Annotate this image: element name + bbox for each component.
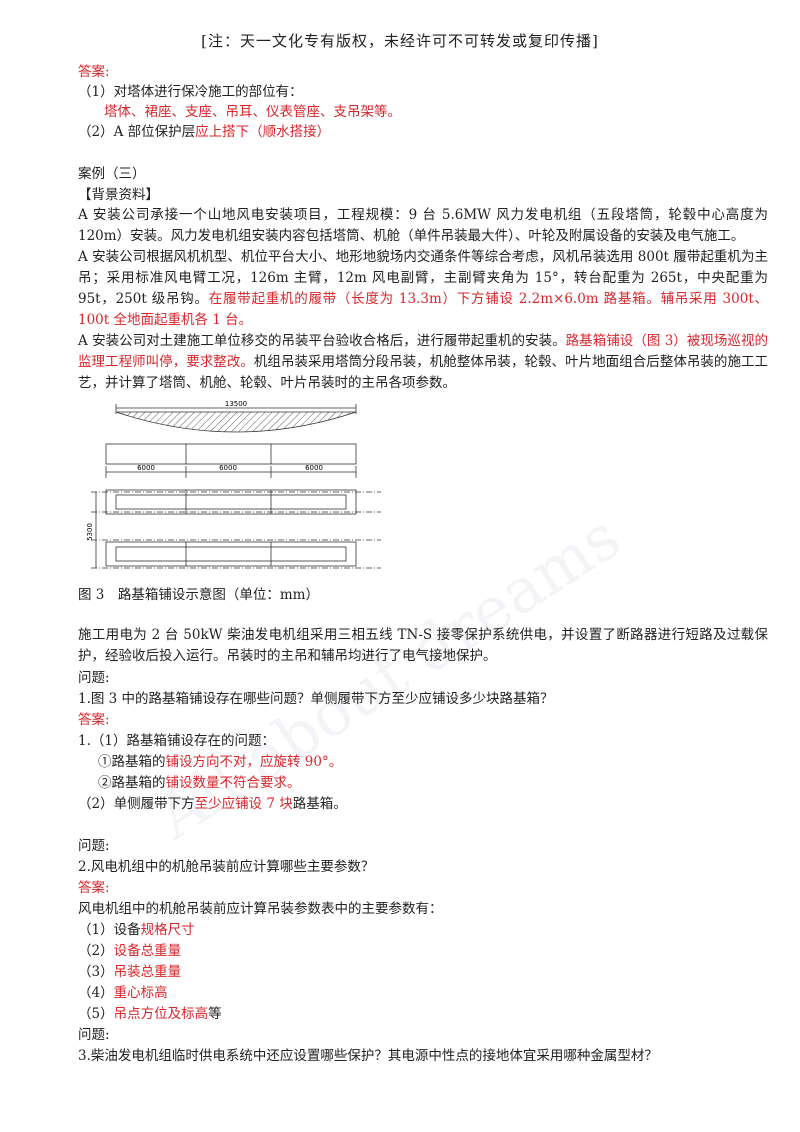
answer-2-item: （2）设备总重量 (78, 943, 182, 959)
answer-2-item: （3）吊装总重量 (78, 964, 182, 980)
copyright-header: [注：天一文化专有版权，未经许可不可转发或复印传播] (201, 32, 599, 50)
road-mat-row (105, 443, 357, 465)
answer-2-item: （1）设备规格尺寸 (78, 922, 195, 938)
crawler-track-left (105, 489, 357, 515)
dimension-label: 6000 (137, 464, 155, 472)
figure-caption: 图 3 路基箱铺设示意图（单位：mm） (78, 587, 319, 603)
answer-1-part-2: （2）单侧履带下方至少应铺设 7 块路基箱。 (78, 796, 347, 812)
dimension-label: 13500 (225, 400, 247, 408)
dimension-label: 6000 (219, 464, 237, 472)
answer-2-item: （5）吊点方位及标高等 (78, 1006, 222, 1022)
power-paragraph: 施工用电为 2 台 50kW 柴油发电机组采用三相五线 TN-S 接零保护系统供… (78, 627, 768, 664)
road-mat-layout-diagram: 13500 6000 6000 6000 5300 (86, 400, 381, 569)
answer-item-1: （1）对塔体进行保冷施工的部位有： (78, 84, 303, 100)
answer-label: 答案: (78, 880, 110, 896)
background-paragraph-2: A 安装公司根据风机机型、机位平台大小、地形地貌场内交通条件等综合考虑，风机吊装… (78, 249, 768, 328)
answer-item-2: （2）A 部位保护层应上搭下（顺水搭接） (78, 124, 331, 140)
background-paragraph-1: A 安装公司承接一个山地风电安装项目，工程规模：9 台 5.6MW 风力发电机组… (78, 207, 768, 244)
question-1: 1.图 3 中的路基箱铺设存在哪些问题？单侧履带下方至少应铺设多少块路基箱？ (78, 691, 554, 707)
answer-1-point-2: ②路基箱的铺设数量不符合要求。 (98, 775, 301, 791)
question-label: 问题: (78, 838, 110, 854)
case-title: 案例（三） (78, 166, 146, 182)
question-3: 3.柴油发电机组临时供电系统中还应设置哪些保护？其电源中性点的接地体宜采用哪种金… (78, 1048, 658, 1064)
question-label: 问题: (78, 1027, 110, 1043)
answer-2-item: （4）重心标高 (78, 985, 168, 1001)
dimension-label: 5300 (86, 523, 94, 541)
answer-label: 答案: (78, 712, 110, 728)
answer-1-point-1: ①路基箱的铺设方向不对，应旋转 90°。 (98, 754, 343, 770)
background-label: 【背景资料】 (78, 187, 159, 203)
load-distribution-hatch (115, 411, 357, 433)
dimension-label: 6000 (305, 464, 323, 472)
background-paragraph-3: A 安装公司对土建施工单位移交的吊装平台验收合格后，进行履带起重机的安装。路基箱… (78, 333, 768, 391)
answer-label: 答案: (78, 64, 110, 80)
answer-1-heading: 1.（1）路基箱铺设存在的问题： (78, 733, 275, 749)
answer-item-1-detail: 塔体、裙座、支座、吊耳、仪表管座、支吊架等。 (104, 104, 401, 120)
question-label: 问题: (78, 670, 110, 686)
answer-2-intro: 风电机组中的机舱吊装前应计算吊装参数表中的主要参数有： (78, 901, 443, 917)
question-2: 2.风电机组中的机舱吊装前应计算哪些主要参数？ (78, 859, 375, 875)
crawler-track-right (105, 541, 357, 567)
